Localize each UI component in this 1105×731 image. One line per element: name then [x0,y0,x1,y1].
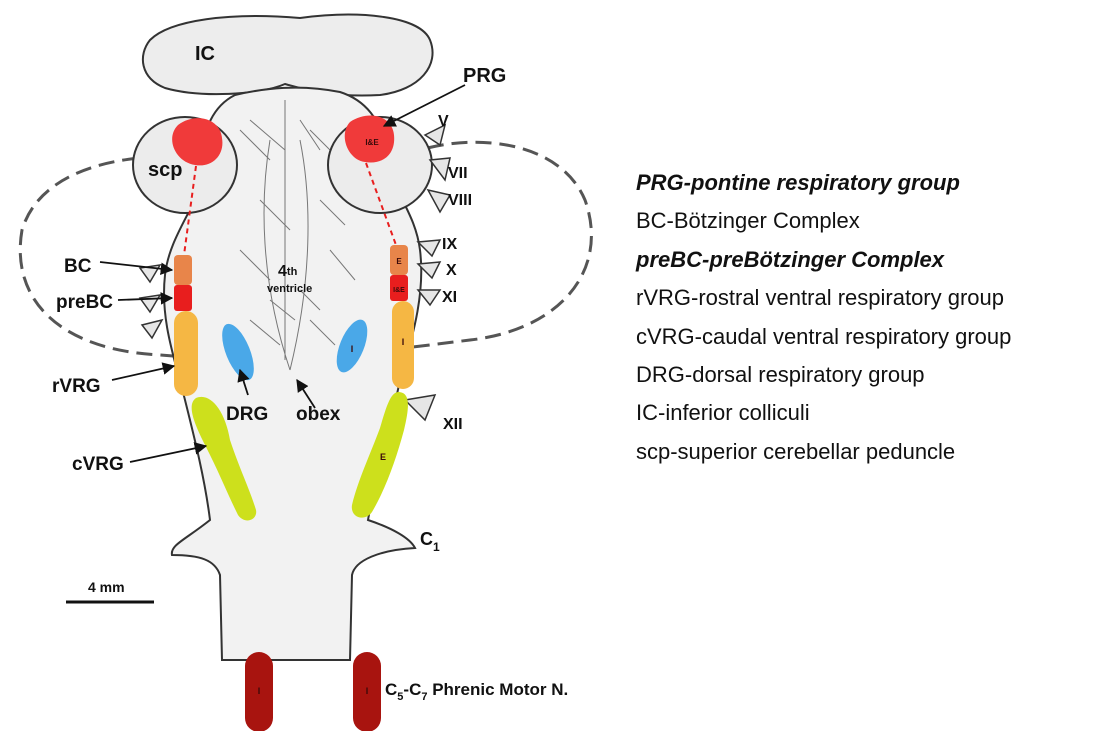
legend-item-drg: DRG-dorsal respiratory group [636,356,1101,394]
legend-item-bc: BC-Bötzinger Complex [636,202,1101,240]
mark-phrenic-right: I [366,686,369,696]
mark-cvrg: E [380,452,386,462]
abbreviation-legend: PRG-pontine respiratory group BC-Bötzing… [636,164,1101,471]
mark-phrenic-left: I [258,686,261,696]
label-cvrg: cVRG [72,454,124,475]
label-phrenic: C5-C7 Phrenic Motor N. [385,680,568,703]
prebc-left [174,285,192,311]
mark-prebc: I&E [393,287,405,294]
label-c1: C1 [420,529,440,554]
nerve-label-xi: XI [442,289,457,306]
label-fourth-ventricle: 4th [278,263,298,280]
scale-label: 4 mm [88,579,125,595]
label-prebc: preBC [56,292,113,313]
rvrg-left [174,311,198,396]
label-scp: scp [148,159,182,181]
inferior-colliculi [143,15,433,96]
mark-drg: I [351,344,354,354]
label-prg: PRG [463,65,506,87]
brainstem-diagram: I&E E I&E I I E I I IC PRG scp BC preBC … [0,0,620,731]
nerve-label-ix: IX [442,236,457,253]
legend-item-rvrg: rVRG-rostral ventral respiratory group [636,279,1101,317]
label-rvrg: rVRG [52,376,101,397]
nerve-label-v: V [438,113,449,130]
legend-item-ic: IC-inferior colliculi [636,394,1101,432]
nerve-label-viii: VIII [448,192,472,209]
label-obex: obex [296,404,341,425]
nerve-label-vii: VII [448,165,468,182]
label-bc: BC [64,256,92,277]
legend-item-scp: scp-superior cerebellar peduncle [636,433,1101,471]
bc-left [174,255,192,285]
nerve-label-x: X [446,262,457,279]
nerve-label-xii: XII [443,416,463,433]
mark-prg: I&E [365,138,379,147]
label-drg: DRG [226,404,268,425]
legend-item-cvrg: cVRG-caudal ventral respiratory group [636,318,1101,356]
mark-bc: E [396,257,402,266]
mark-rvrg: I [402,337,405,347]
legend-item-prg: PRG-pontine respiratory group [636,164,1101,202]
label-ic: IC [195,43,215,65]
label-ventricle: ventricle [267,283,312,295]
legend-item-prebc: preBC-preBötzinger Complex [636,241,1101,279]
